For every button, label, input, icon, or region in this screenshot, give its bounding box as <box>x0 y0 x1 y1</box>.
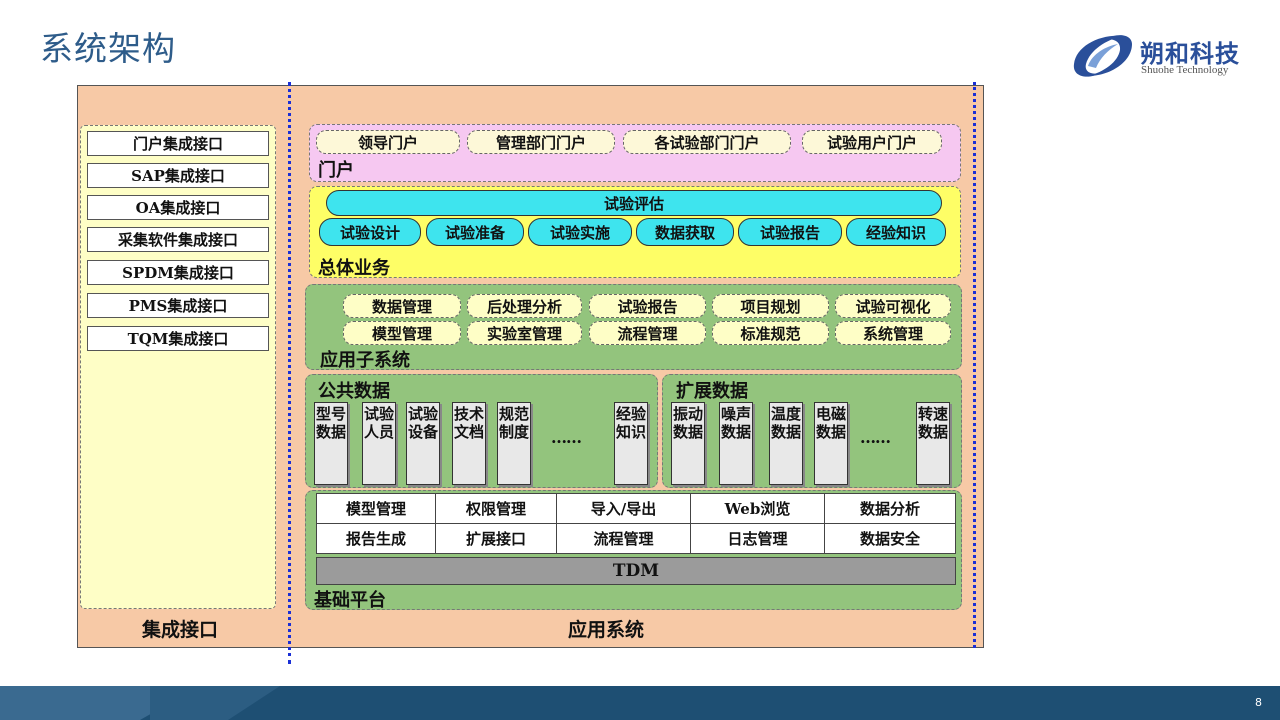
platform-label: 基础平台 <box>314 590 386 611</box>
business-item: 试验设计 <box>319 218 421 246</box>
evaluation-bar: 试验评估 <box>326 190 942 216</box>
integration-item: 门户集成接口 <box>87 131 269 156</box>
logo-swirl-icon <box>1073 35 1132 77</box>
ext-data-item: 温度数据 <box>769 402 803 485</box>
platform-cell: 导入/导出 <box>556 493 691 524</box>
platform-cell: 日志管理 <box>690 523 825 554</box>
public-data-item: 技术文档 <box>452 402 486 485</box>
slide-title: 系统架构 <box>40 29 176 68</box>
tdm-bar: TDM <box>316 557 956 585</box>
subsystem-item: 项目规划 <box>712 294 829 318</box>
integration-label: 集成接口 <box>142 619 219 641</box>
platform-cell: 报告生成 <box>316 523 436 554</box>
column-divider <box>973 82 976 648</box>
business-item: 试验实施 <box>528 218 632 246</box>
ext-data-item: 振动数据 <box>671 402 705 485</box>
ext-data-item: 噪声数据 <box>719 402 753 485</box>
business-item: 试验准备 <box>426 218 524 246</box>
portal-item: 各试验部门门户 <box>623 130 791 154</box>
platform-cell: 流程管理 <box>556 523 691 554</box>
logo-subtitle: Shuohe Technology <box>1141 64 1229 76</box>
subsystem-item: 后处理分析 <box>467 294 582 318</box>
subsystem-item: 实验室管理 <box>467 321 582 345</box>
platform-cell: 数据安全 <box>824 523 956 554</box>
integration-item: OA集成接口 <box>87 195 269 220</box>
footer-accent <box>150 686 280 720</box>
page-number: 8 <box>1255 696 1262 709</box>
subsystem-label: 应用子系统 <box>320 350 410 371</box>
subsystem-item: 标准规范 <box>712 321 829 345</box>
logo-name: 朔和科技 <box>1140 40 1240 68</box>
public-data-item: 规范制度 <box>497 402 531 485</box>
ext-data-label: 扩展数据 <box>676 381 748 402</box>
portal-item: 试验用户门户 <box>802 130 942 154</box>
subsystem-item: 模型管理 <box>343 321 461 345</box>
company-logo: 朔和科技 Shuohe Technology <box>1066 26 1246 86</box>
business-item: 试验报告 <box>738 218 842 246</box>
public-data-ellipsis: …… <box>551 428 582 447</box>
integration-item: SAP集成接口 <box>87 163 269 188</box>
portal-label: 门户 <box>318 160 354 181</box>
portal-item: 管理部门门户 <box>467 130 615 154</box>
integration-item: 采集软件集成接口 <box>87 227 269 252</box>
integration-column: 门户集成接口 SAP集成接口 OA集成接口 采集软件集成接口 SPDM集成接口 … <box>80 125 276 609</box>
ext-data-item: 电磁数据 <box>814 402 848 485</box>
subsystem-item: 系统管理 <box>835 321 951 345</box>
footer-bar: 8 <box>0 686 1280 720</box>
subsystem-item: 试验报告 <box>589 294 706 318</box>
public-data-item: 型号数据 <box>314 402 348 485</box>
integration-item: TQM集成接口 <box>87 326 269 351</box>
platform-cell: Web浏览 <box>690 493 825 524</box>
portal-item: 领导门户 <box>316 130 460 154</box>
public-data-item: 试验人员 <box>362 402 396 485</box>
platform-cell: 扩展接口 <box>435 523 557 554</box>
ext-data-ellipsis: …… <box>860 428 891 447</box>
subsystem-item: 试验可视化 <box>835 294 951 318</box>
business-item: 数据获取 <box>636 218 734 246</box>
platform-cell: 模型管理 <box>316 493 436 524</box>
platform-cell: 数据分析 <box>824 493 956 524</box>
platform-cell: 权限管理 <box>435 493 557 524</box>
app-system-label: 应用系统 <box>568 619 645 641</box>
subsystem-item: 数据管理 <box>343 294 461 318</box>
column-divider <box>288 82 291 664</box>
ext-data-panel <box>662 374 962 488</box>
subsystem-item: 流程管理 <box>589 321 706 345</box>
business-item: 经验知识 <box>846 218 946 246</box>
integration-item: SPDM集成接口 <box>87 260 269 285</box>
public-data-label: 公共数据 <box>318 381 390 402</box>
ext-data-item: 转速数据 <box>916 402 950 485</box>
business-label: 总体业务 <box>318 258 390 279</box>
public-data-item: 经验知识 <box>614 402 648 485</box>
public-data-item: 试验设备 <box>406 402 440 485</box>
integration-item: PMS集成接口 <box>87 293 269 318</box>
